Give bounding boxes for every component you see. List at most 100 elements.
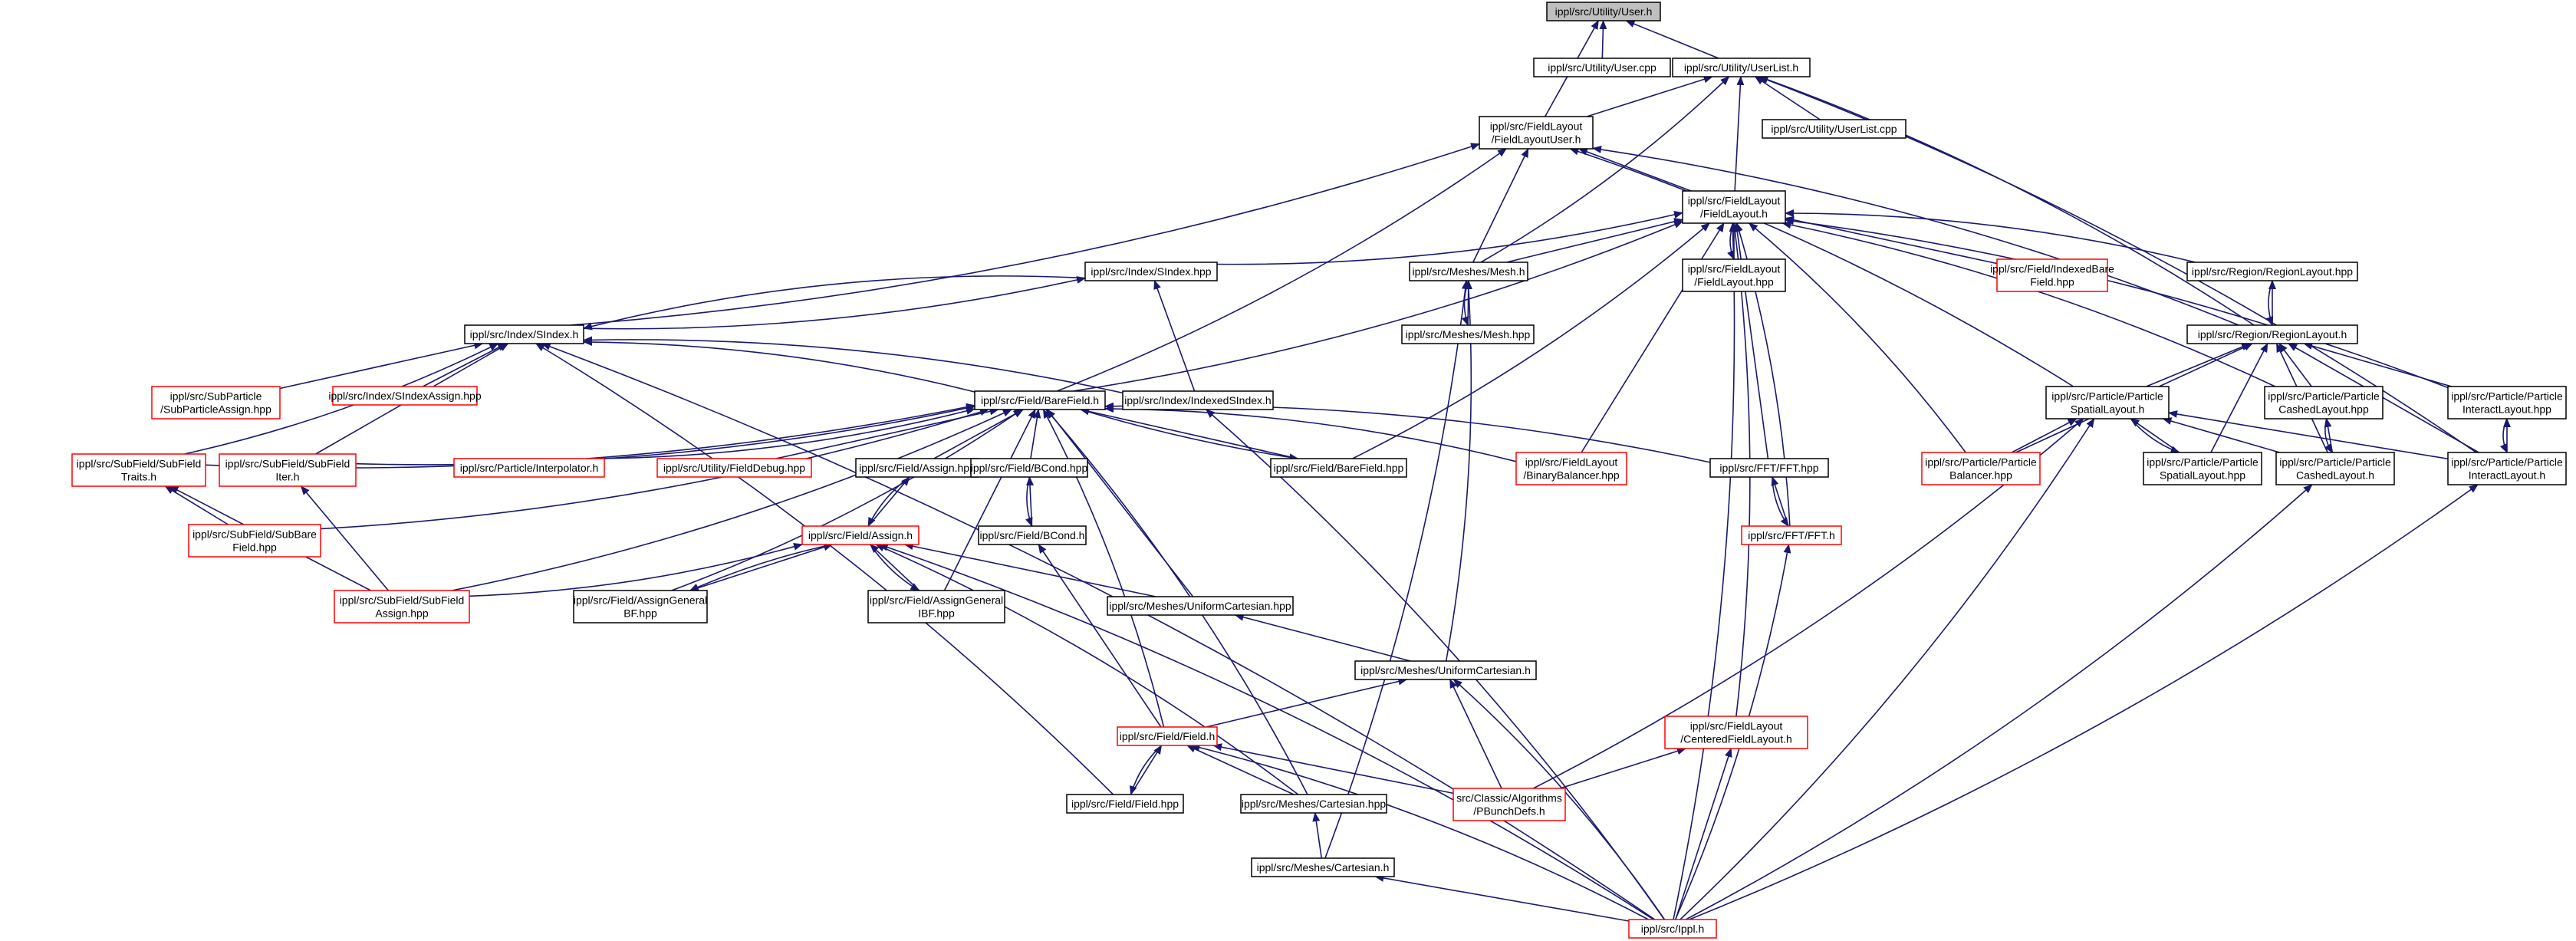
node-label: Field.hpp (232, 541, 277, 554)
edge-barefield_h-to-fl_h (1072, 220, 1683, 392)
file-node-sindex-h[interactable]: ippl/src/Index/SIndex.h (464, 324, 584, 344)
file-node-barefield-h[interactable]: ippl/src/Field/BareField.h (974, 390, 1106, 410)
edge-sf_assign-to-sf_iter (300, 485, 390, 591)
edge-pinteract_hpp-to-rl_h (2303, 342, 2453, 387)
file-node-field-hpp[interactable]: ippl/src/Field/Field.hpp (1066, 794, 1184, 814)
edge-bcond_hpp-to-barefield_h (1030, 409, 1041, 459)
node-label: ippl/src/Particle/Particle (2279, 456, 2391, 469)
file-node-ippl-h[interactable]: ippl/src/Ippl.h (1628, 919, 1717, 939)
node-label: ippl/src/Particle/Particle (2268, 390, 2380, 403)
edge-pspatial_h-to-pspatial_hpp (2130, 418, 2180, 453)
node-label: ippl/src/Utility/UserList.cpp (1771, 123, 1897, 135)
node-label: ippl/src/Region/RegionLayout.hpp (2192, 265, 2353, 278)
file-node-fl-h[interactable]: ippl/src/FieldLayout/FieldLayout.h (1682, 190, 1786, 224)
file-node-user-cpp[interactable]: ippl/src/Utility/User.cpp (1533, 58, 1671, 77)
node-label: ippl/src/SubField/SubField (340, 594, 465, 607)
edge-pbunch-to-uc_h (1449, 679, 1502, 789)
node-label: ippl/src/Field/IndexedBare (1990, 263, 2114, 275)
file-node-uc-hpp[interactable]: ippl/src/Meshes/UniformCartesian.hpp (1107, 596, 1294, 616)
file-node-cart-h[interactable]: ippl/src/Meshes/Cartesian.h (1251, 857, 1395, 877)
file-node-cfl-h[interactable]: ippl/src/FieldLayout/CenteredFieldLayout… (1664, 716, 1808, 749)
edge-field_h-to-uc_h (1206, 677, 1408, 728)
file-node-sindex-hpp[interactable]: ippl/src/Index/SIndex.hpp (1084, 262, 1218, 281)
node-box (1628, 919, 1717, 939)
file-node-uc-h[interactable]: ippl/src/Meshes/UniformCartesian.h (1354, 660, 1537, 680)
node-label: ippl/src/Particle/Particle (2451, 390, 2563, 403)
file-node-indexedsindex[interactable]: ippl/src/Index/IndexedSIndex.h (1122, 390, 1274, 410)
node-label: ippl/src/FieldLayout (1688, 195, 1781, 207)
file-node-pbunch[interactable]: src/Classic/Algorithms/PBunchDefs.h (1452, 788, 1566, 821)
node-label: ippl/src/Particle/Interpolator.h (460, 462, 599, 474)
file-node-fielddebug[interactable]: ippl/src/Utility/FieldDebug.hpp (656, 458, 812, 478)
edge-user_cpp-to-user_h (1599, 20, 1607, 59)
edge-assign_hpp-to-barefield_h (933, 409, 1025, 459)
node-label: Traits.h (121, 471, 156, 483)
file-node-fft-h[interactable]: ippl/src/FFT/FFT.h (1741, 525, 1842, 545)
node-label: ippl/src/Field/AssignGeneral (574, 594, 707, 607)
file-node-field-h[interactable]: ippl/src/Field/Field.h (1117, 726, 1218, 746)
file-node-cart-hpp[interactable]: ippl/src/Meshes/Cartesian.hpp (1240, 794, 1387, 814)
edge-barefield_hpp-to-fl_h (1352, 222, 1710, 459)
node-box (1709, 458, 1829, 478)
file-node-binbal[interactable]: ippl/src/FieldLayout/BinaryBalancer.hpp (1515, 452, 1627, 485)
node-label: ippl/src/FieldLayout (1490, 120, 1583, 133)
file-node-pspatial-hpp[interactable]: ippl/src/Particle/ParticleSpatialLayout.… (2143, 452, 2262, 485)
node-label: ippl/src/Index/SIndexAssign.hpp (328, 390, 481, 402)
edge-pspatial_hpp-to-rl_h (2210, 343, 2268, 453)
node-label: src/Classic/Algorithms (1456, 792, 1562, 804)
edge-sindexassign-to-sindex_h (422, 343, 508, 387)
node-label: ippl/src/Meshes/Mesh.hpp (1406, 328, 1531, 341)
node-label: ippl/src/Field/BCond.hpp (971, 462, 1088, 474)
node-label: /FieldLayout.h (1700, 208, 1768, 220)
node-label: ippl/src/FFT/FFT.hpp (1719, 462, 1818, 474)
node-label: /CenteredFieldLayout.h (1680, 733, 1792, 745)
file-node-userlist-cpp[interactable]: ippl/src/Utility/UserList.cpp (1762, 119, 1907, 139)
file-node-bcond-h[interactable]: ippl/src/Field/BCond.h (978, 525, 1087, 545)
file-node-mesh-hpp[interactable]: ippl/src/Meshes/Mesh.hpp (1401, 324, 1535, 344)
file-node-userlist-h[interactable]: ippl/src/Utility/UserList.h (1672, 58, 1811, 77)
edge-fl_h-to-userlist_h (1734, 76, 1745, 192)
node-label: ippl/src/Meshes/Cartesian.h (1257, 861, 1390, 874)
file-node-sindexassign[interactable]: ippl/src/Index/SIndexAssign.hpp (328, 386, 482, 406)
node-box (2045, 386, 2170, 420)
file-node-user-h[interactable]: ippl/src/Utility/User.h (1546, 2, 1661, 21)
file-node-rl-hpp[interactable]: ippl/src/Region/RegionLayout.hpp (2186, 262, 2358, 281)
edge-subbare-to-sf_traits (164, 485, 229, 525)
file-node-bcond-hpp[interactable]: ippl/src/Field/BCond.hpp (970, 458, 1088, 478)
edge-ippl_h-to-pcached_h (1685, 484, 2313, 920)
file-node-barefield-hpp[interactable]: ippl/src/Field/BareField.hpp (1270, 458, 1407, 478)
node-box (1515, 452, 1627, 485)
node-label: ippl/src/Field/BareField.h (981, 394, 1099, 406)
edge-userlist_h-to-user_h (1625, 20, 1719, 59)
file-node-assign-h[interactable]: ippl/src/Field/Assign.h (801, 525, 920, 545)
edge-pspatial_hpp-to-pspatial_h (2130, 418, 2180, 453)
file-node-pinteract-h[interactable]: ippl/src/Particle/ParticleInteractLayout… (2447, 452, 2567, 485)
edge-pcached_hpp-to-rl_h (2278, 343, 2312, 387)
file-node-fl-user[interactable]: ippl/src/FieldLayout/FieldLayoutUser.h (1479, 116, 1594, 150)
file-node-interp[interactable]: ippl/src/Particle/Interpolator.h (453, 458, 605, 478)
file-node-subpart[interactable]: ippl/src/SubParticle/SubParticleAssign.h… (151, 386, 281, 420)
node-label: ippl/src/FFT/FFT.h (1748, 529, 1835, 541)
edge-ippl_h-to-field_h (1190, 743, 1649, 920)
file-node-pspatial-h[interactable]: ippl/src/Particle/ParticleSpatialLayout.… (2045, 386, 2170, 420)
file-node-fft-hpp[interactable]: ippl/src/FFT/FFT.hpp (1709, 458, 1829, 478)
file-node-assign-hpp[interactable]: ippl/src/Field/Assign.hpp (855, 458, 979, 478)
file-node-pinteract-hpp[interactable]: ippl/src/Particle/ParticleInteractLayout… (2447, 386, 2567, 420)
node-label: ippl/src/Field/Assign.h (808, 529, 913, 541)
edge-ippl_h-to-fl_h (1673, 222, 1737, 920)
file-node-pcached-hpp[interactable]: ippl/src/Particle/ParticleCashedLayout.h… (2264, 386, 2384, 420)
file-node-fl-hpp[interactable]: ippl/src/FieldLayout/FieldLayout.hpp (1682, 258, 1786, 292)
file-node-mesh-h[interactable]: ippl/src/Meshes/Mesh.h (1409, 262, 1528, 281)
node-box (151, 386, 281, 420)
edge-uc_hpp-to-barefield_h (1046, 409, 1194, 597)
file-node-rl-h[interactable]: ippl/src/Region/RegionLayout.h (2186, 324, 2358, 344)
